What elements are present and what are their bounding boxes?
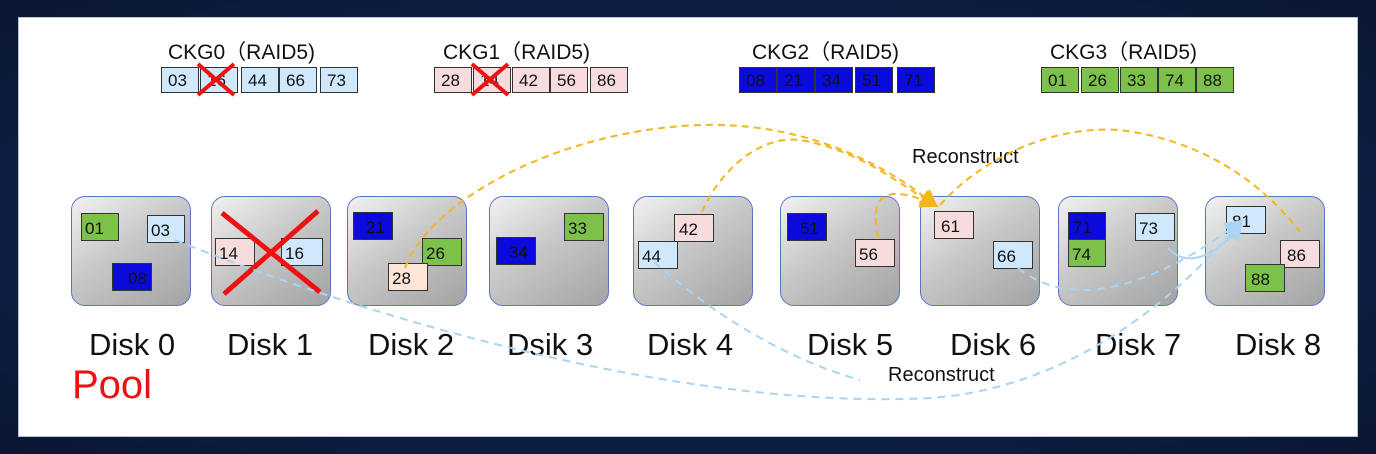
- disk-block: 42: [674, 214, 714, 242]
- ckg3-cell: 01: [1041, 67, 1079, 93]
- disk-7: 71 73 74: [1058, 196, 1178, 306]
- disk-block: 73: [1135, 213, 1175, 241]
- ckg1-failed-cross-icon: [470, 62, 510, 97]
- disk-4-label: Disk 4: [647, 327, 734, 362]
- disk-block: 14: [215, 238, 255, 266]
- ckg2-cell: 08: [739, 67, 777, 93]
- disk-8: 81 86 88: [1205, 196, 1325, 306]
- ckg3-cell: 33: [1120, 67, 1158, 93]
- disk-block: 33: [564, 213, 604, 241]
- ckg2-cell: 34: [815, 67, 853, 93]
- disk-block: 61: [934, 211, 974, 239]
- disk-0-label: Disk 0: [89, 327, 176, 362]
- ckg3-title: CKG3（RAID5): [1050, 41, 1198, 64]
- pool-label: Pool: [72, 363, 153, 407]
- disk-block: 21: [353, 212, 393, 240]
- disk-block: 01: [81, 213, 119, 241]
- disk-block: 66: [993, 241, 1033, 269]
- disk-block: 16: [281, 238, 323, 266]
- disk-5-label: Disk 5: [807, 327, 894, 362]
- ckg2-cell: 71: [897, 67, 935, 93]
- disk-block: 74: [1068, 239, 1106, 267]
- reconstruct-arrows-blue: [174, 218, 1244, 401]
- disk-0: 01 03 08: [71, 196, 191, 306]
- disk-1-label: Disk 1: [227, 327, 314, 362]
- disk-block: 08: [112, 263, 152, 291]
- ckg0-failed-cross-icon: [196, 62, 236, 97]
- disk-5: 51 56: [780, 196, 900, 306]
- ckg3-cell: 88: [1196, 67, 1234, 93]
- ckg0-cell: 66: [279, 67, 317, 93]
- reconstruct-label-bottom: Reconstruct: [888, 364, 995, 386]
- disk-block: 71: [1068, 212, 1106, 240]
- ckg3-cell: 26: [1081, 67, 1119, 93]
- disk-1-failed-cross-icon: [220, 209, 322, 296]
- disk-block: 34: [496, 237, 536, 265]
- ckg1-cell: 56: [550, 67, 588, 93]
- disk-block: 51: [787, 213, 827, 241]
- reconstruct-arrows-yellow: [404, 123, 1301, 269]
- disk-block: 26: [422, 238, 462, 266]
- ckg0-cell: 03: [161, 67, 199, 93]
- disk-2: 21 26 28: [347, 196, 467, 306]
- disk-block: 86: [1280, 240, 1320, 268]
- ckg1-cell: 86: [590, 67, 628, 93]
- ckg3-cell: 74: [1158, 67, 1196, 93]
- ckg0-title: CKG0（RAID5): [168, 41, 316, 64]
- disk-6: 61 66: [920, 196, 1040, 306]
- disk-3: 33 34: [489, 196, 609, 306]
- disk-7-label: Disk 7: [1095, 327, 1182, 362]
- ckg0-cell: 44: [241, 67, 279, 93]
- disk-2-label: Disk 2: [368, 327, 455, 362]
- disk-block: 56: [855, 239, 895, 267]
- ckg1-title: CKG1（RAID5): [443, 41, 591, 64]
- disk-8-label: Disk 8: [1235, 327, 1322, 362]
- disk-block: 03: [147, 215, 185, 243]
- ckg2-cell: 51: [855, 67, 893, 93]
- ckg1-cell: 28: [434, 67, 472, 93]
- ckg0-cell: 73: [320, 67, 358, 93]
- disk-block: 28: [388, 263, 428, 291]
- ckg1-cell: 42: [512, 67, 550, 93]
- ckg2-cell: 21: [777, 67, 815, 93]
- ckg2-title: CKG2（RAID5): [752, 41, 900, 64]
- disk-block: 88: [1245, 264, 1285, 292]
- reconstruct-label-top: Reconstruct: [912, 146, 1019, 168]
- disk-6-label: Disk 6: [950, 327, 1037, 362]
